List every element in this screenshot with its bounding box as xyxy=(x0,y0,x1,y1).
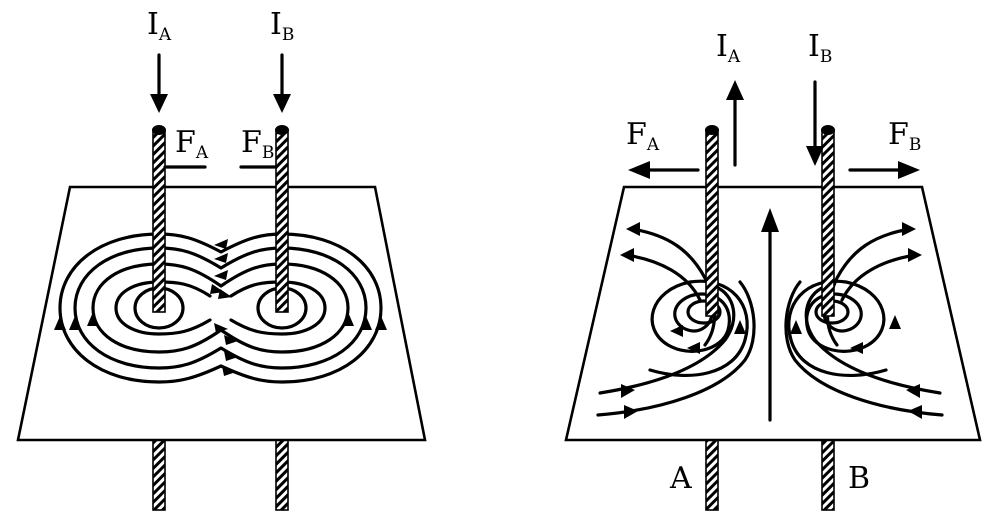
wire-b-upper-right xyxy=(821,129,835,317)
right-field-lines-b xyxy=(784,227,944,417)
wire-a-top-cap-right xyxy=(705,125,719,135)
left-diagram: IA IB FA FB xyxy=(16,7,427,511)
wire-a-upper-right xyxy=(705,129,719,317)
right-field-arrows-b xyxy=(790,222,922,419)
wire-a-lower-right xyxy=(705,437,719,511)
wire-a-top-cap xyxy=(152,125,166,135)
left-force-b-label: FB xyxy=(241,125,274,163)
left-plane xyxy=(16,185,427,442)
right-current-a-label: IA xyxy=(716,29,741,67)
wire-a-lower xyxy=(152,437,166,511)
left-field-arrows xyxy=(54,239,387,376)
wire-b-lower xyxy=(275,437,289,511)
right-diagram: IA IB FA FB A B xyxy=(564,29,982,511)
wire-b-label: B xyxy=(848,461,870,496)
left-current-b-label: IB xyxy=(270,7,294,45)
right-field-arrows-a xyxy=(620,222,746,419)
wire-b-top-cap-right xyxy=(821,125,835,135)
wire-a-upper xyxy=(152,129,166,313)
wire-b-top-cap xyxy=(275,125,289,135)
wire-a-label: A xyxy=(669,461,692,496)
right-force-b-label: FB xyxy=(888,117,921,155)
right-current-b-label: IB xyxy=(808,29,832,67)
right-force-a-label: FA xyxy=(626,117,660,155)
right-field-lines-a xyxy=(596,227,756,417)
left-current-a-label: IA xyxy=(147,7,172,45)
wire-b-lower-right xyxy=(821,437,835,511)
wire-b-upper xyxy=(275,129,289,313)
left-force-a-label: FA xyxy=(175,125,209,163)
